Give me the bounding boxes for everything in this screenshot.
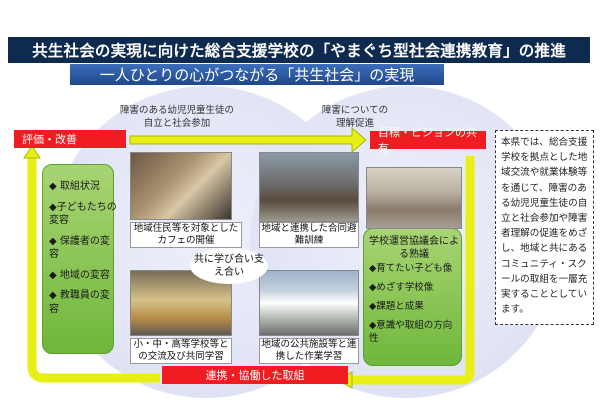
- council-meeting-photo: [366, 167, 462, 229]
- exchange-learning-caption: 小・中・高等学校等との交流及び共同学習: [130, 338, 232, 364]
- cafe-caption: 地域住民等を対象としたカフェの開催: [130, 222, 242, 248]
- evaluation-list: ◆ 取組状況 ◆子どもたちの変容 ◆ 保護者の変容 ◆ 地域の変容 ◆ 教職員の…: [49, 180, 117, 323]
- list-item: ◆ 教職員の変容: [49, 289, 117, 316]
- list-item: ◆ 保護者の変容: [49, 235, 117, 262]
- work-learning-caption: 地域の公共施設等と連携した作業学習: [259, 338, 359, 364]
- evacuation-drill-caption: 地域と連携した合同避難訓練: [259, 222, 359, 248]
- list-item: ◆ 地域の変容: [49, 269, 117, 283]
- list-item: ◆育てたい子ども像: [369, 262, 461, 275]
- list-item: ◆課題と成果: [369, 300, 461, 313]
- list-item: ◆めざす学校像: [369, 281, 461, 294]
- list-item: ◆意識や取組の方向性: [369, 319, 461, 345]
- evacuation-drill-photo: [259, 152, 359, 222]
- evaluation-label: 評価・改善: [14, 130, 126, 148]
- list-item: ◆子どもたちの変容: [49, 201, 117, 228]
- list-item: ◆ 取組状況: [49, 180, 117, 194]
- goal-label: 目標・ビジョンの共有: [370, 131, 486, 149]
- council-list: ◆育てたい子ども像 ◆めざす学校像 ◆課題と成果 ◆意識や取組の方向性: [369, 262, 461, 351]
- collaboration-label: 連携・協働した取組: [162, 366, 348, 384]
- work-learning-photo: [259, 270, 359, 336]
- center-oval: 共に学び合い支え合い: [190, 248, 268, 284]
- top-arrow: [130, 128, 366, 152]
- council-box-title: 学校運営協議会による熟議: [369, 235, 459, 261]
- sidebar-note: 本県では、総合支援学校を拠点とした地域交流や就業体験等を通じて、障害のある幼児児…: [495, 130, 594, 325]
- cafe-photo: [130, 152, 232, 220]
